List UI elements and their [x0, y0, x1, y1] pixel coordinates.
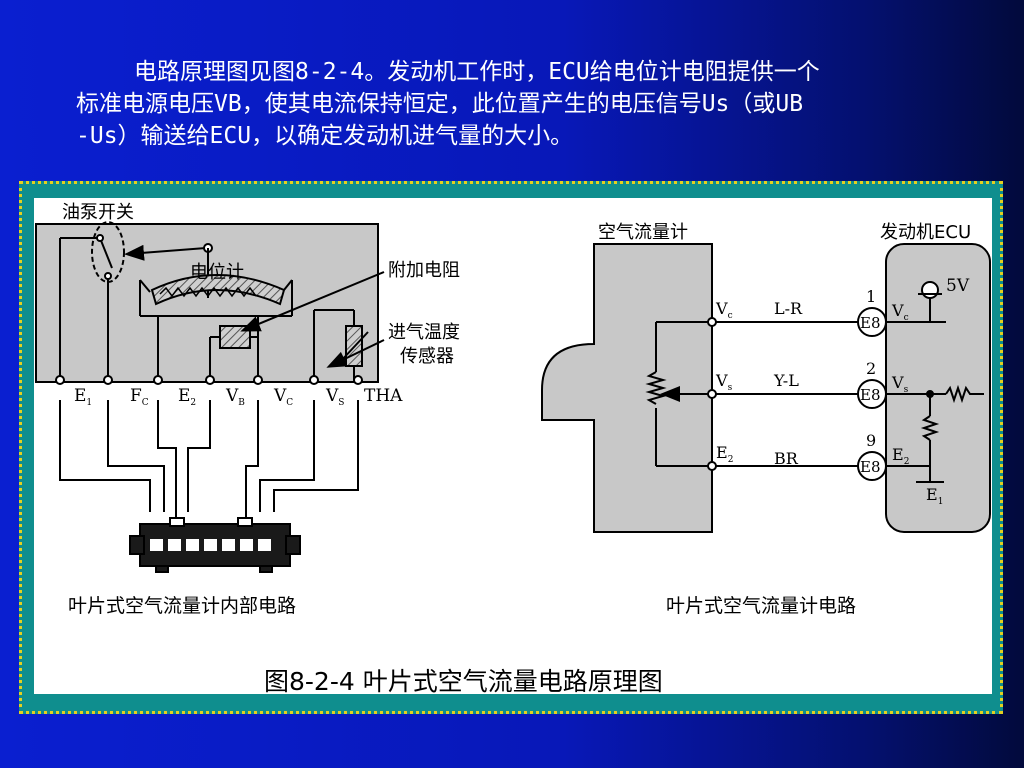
caption-line-3: -Us）输送给ECU，以确定发动机进气量的大小。 [76, 123, 574, 149]
ecu-body [885, 243, 991, 533]
svg-text:Vs: Vs [891, 373, 909, 395]
pin-number-1: 1 [866, 287, 876, 306]
svg-text:E2: E2 [178, 386, 196, 408]
harness-connector [129, 517, 301, 573]
pin-number-9: 9 [866, 431, 876, 450]
svg-text:E2: E2 [892, 445, 909, 467]
label-temp-sensor-line1: 进气温度 [388, 322, 460, 343]
terminal-label-vs: V [325, 386, 339, 406]
svg-text:VB: VB [225, 386, 245, 408]
right-external-circuit [541, 243, 991, 533]
connector-e8-pin9 [857, 451, 887, 481]
label-potentiometer: 电位计 [190, 262, 244, 283]
left-internal-circuit [35, 221, 385, 573]
svg-text:Vc: Vc [715, 299, 733, 321]
connector-e8-pin1 [857, 307, 887, 337]
terminal-label-e1: E [74, 386, 86, 406]
wire-color-br: BR [774, 449, 799, 468]
terminal-label-tha: THA [364, 386, 403, 406]
label-temp-sensor-line2: 传感器 [400, 346, 454, 367]
ground-label-e1: E1 [926, 485, 943, 507]
caption-paragraph: 电路原理图见图8-2-4。发动机工作时，ECU给电位计电阻提供一个 标准电源电压… [76, 56, 976, 152]
meter-body [541, 243, 713, 533]
label-extra-resistor: 附加电阻 [388, 260, 460, 281]
svg-text:E8: E8 [860, 314, 881, 332]
svg-text:E1: E1 [74, 386, 92, 408]
wire-color-lr: L-R [774, 299, 803, 318]
harness-wires [59, 400, 359, 518]
figure-title: 图8-2-4 叶片式空气流量电路原理图 [264, 667, 663, 696]
terminal-label-vb: V [225, 386, 239, 406]
label-5v: 5V [946, 276, 970, 296]
terminal-label-e2: E [178, 386, 190, 406]
terminal-labels: E1 FC E2 VB VC VS THA [74, 386, 403, 408]
terminal-label-vc: V [273, 386, 287, 406]
wire-labels: Vc Vs E2 L-R Y-L BR 1 2 9 E8 E8 E8 Vc Vs… [715, 287, 943, 507]
svg-text:E8: E8 [860, 386, 881, 404]
terminal-dots [55, 375, 363, 385]
caption-line-2: 标准电源电压VB，使其电流保持恒定，此位置产生的电压信号Us（或UB [76, 91, 804, 117]
pin-number-2: 2 [866, 359, 876, 378]
svg-text:VC: VC [273, 386, 293, 408]
wire-color-yl: Y-L [773, 371, 799, 390]
svg-text:Vc: Vc [891, 301, 909, 323]
label-air-flow-meter: 空气流量计 [598, 222, 688, 243]
left-diagram-caption: 叶片式空气流量计内部电路 [68, 595, 296, 617]
right-diagram-caption: 叶片式空气流量计电路 [666, 595, 856, 617]
svg-text:VS: VS [325, 386, 344, 408]
label-pump-switch: 油泵开关 [62, 202, 134, 223]
svg-text:Vs: Vs [715, 371, 733, 393]
svg-text:E8: E8 [860, 458, 881, 476]
svg-text:FC: FC [130, 386, 149, 408]
svg-text:E2: E2 [716, 443, 733, 465]
connector-e8-pin2 [857, 379, 887, 409]
caption-line-1: 电路原理图见图8-2-4。发动机工作时，ECU给电位计电阻提供一个 [134, 59, 820, 85]
label-engine-ecu: 发动机ECU [880, 222, 971, 243]
terminal-label-fc: F [130, 386, 142, 406]
